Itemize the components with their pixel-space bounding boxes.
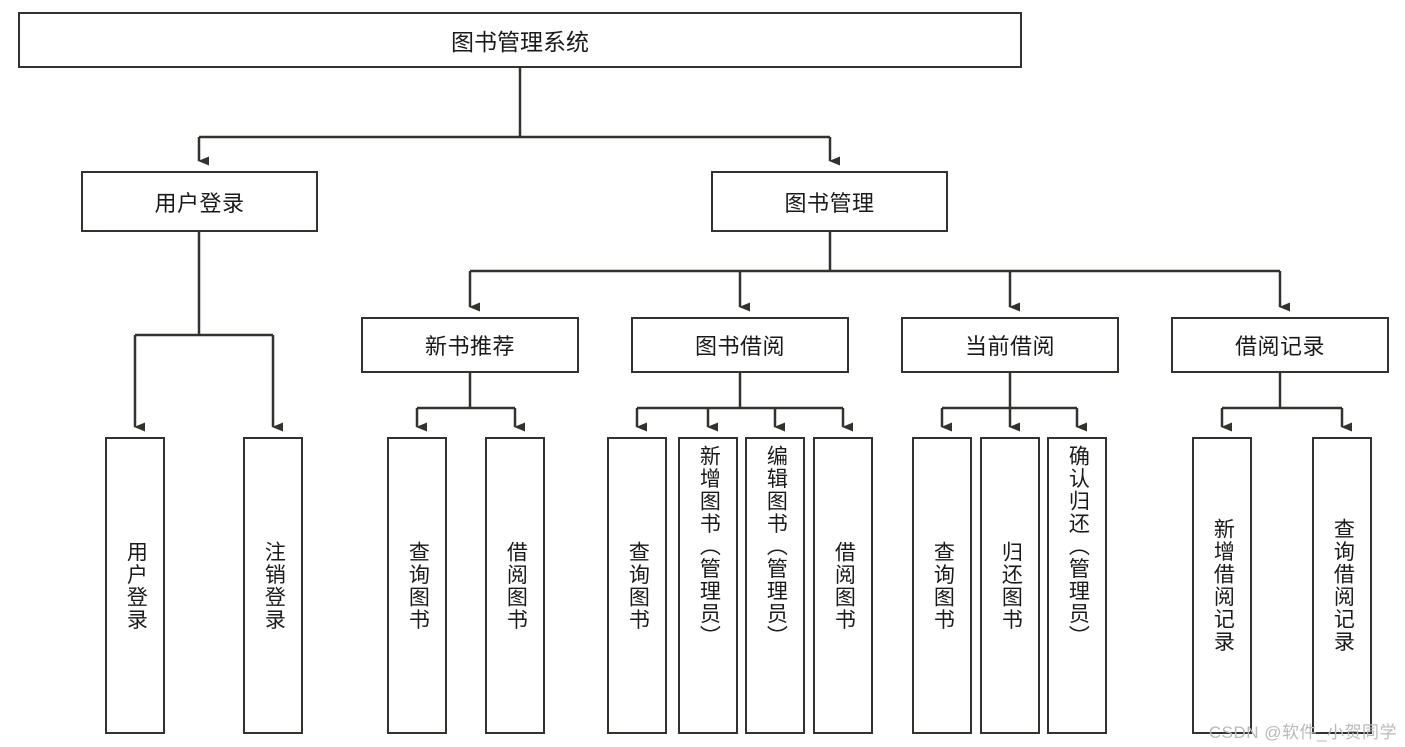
- leaf-confirm-return-label: 确认归还（管理员）: [1066, 445, 1090, 648]
- leaf-confirm-return[interactable]: 确认归还（管理员）: [1047, 437, 1107, 734]
- node-new-book-recommend-label: 新书推荐: [424, 334, 515, 359]
- node-user-login-label: 用户登录: [154, 190, 245, 216]
- leaf-user-login[interactable]: 用户登录: [105, 437, 165, 734]
- node-new-book-recommend[interactable]: 新书推荐: [361, 317, 579, 373]
- leaf-borrow-book[interactable]: 借阅图书: [813, 437, 873, 734]
- leaf-borrow-book-rec-label: 借阅图书: [504, 540, 528, 631]
- node-root-label: 图书管理系统: [451, 29, 589, 55]
- leaf-query-book-borrow[interactable]: 查询图书: [607, 437, 667, 734]
- leaf-return-book[interactable]: 归还图书: [980, 437, 1040, 734]
- node-book-borrow[interactable]: 图书借阅: [631, 317, 849, 373]
- leaf-borrow-book-label: 借阅图书: [832, 540, 856, 631]
- node-borrow-record[interactable]: 借阅记录: [1171, 317, 1389, 373]
- leaf-user-logout-label: 注销登录: [262, 540, 286, 631]
- node-current-borrow[interactable]: 当前借阅: [901, 317, 1119, 373]
- leaf-add-book[interactable]: 新增图书（管理员）: [678, 437, 738, 734]
- leaf-user-logout[interactable]: 注销登录: [243, 437, 303, 734]
- leaf-return-book-label: 归还图书: [999, 540, 1023, 631]
- leaf-query-book-cur[interactable]: 查询图书: [912, 437, 972, 734]
- leaf-edit-book[interactable]: 编辑图书（管理员）: [745, 437, 805, 734]
- node-book-borrow-label: 图书借阅: [694, 334, 785, 359]
- leaf-add-record[interactable]: 新增借阅记录: [1192, 437, 1252, 734]
- node-user-login[interactable]: 用户登录: [81, 171, 318, 232]
- leaf-query-book-rec-label: 查询图书: [406, 540, 430, 631]
- node-current-borrow-label: 当前借阅: [964, 334, 1055, 359]
- node-borrow-record-label: 借阅记录: [1234, 334, 1325, 359]
- leaf-add-record-label: 新增借阅记录: [1211, 518, 1235, 653]
- watermark: CSDN @软件_小贺同学: [1208, 723, 1397, 742]
- node-book-manage[interactable]: 图书管理: [711, 171, 948, 232]
- node-root[interactable]: 图书管理系统: [18, 12, 1022, 68]
- leaf-user-login-label: 用户登录: [124, 540, 148, 631]
- leaf-query-book-rec[interactable]: 查询图书: [387, 437, 447, 734]
- leaf-add-book-label: 新增图书（管理员）: [697, 445, 721, 648]
- leaf-edit-book-label: 编辑图书（管理员）: [764, 445, 788, 648]
- node-book-manage-label: 图书管理: [784, 190, 875, 216]
- leaf-query-book-cur-label: 查询图书: [931, 540, 955, 631]
- leaf-query-record-label: 查询借阅记录: [1331, 518, 1355, 653]
- leaf-query-record[interactable]: 查询借阅记录: [1312, 437, 1372, 734]
- leaf-query-book-borrow-label: 查询图书: [626, 540, 650, 631]
- leaf-borrow-book-rec[interactable]: 借阅图书: [485, 437, 545, 734]
